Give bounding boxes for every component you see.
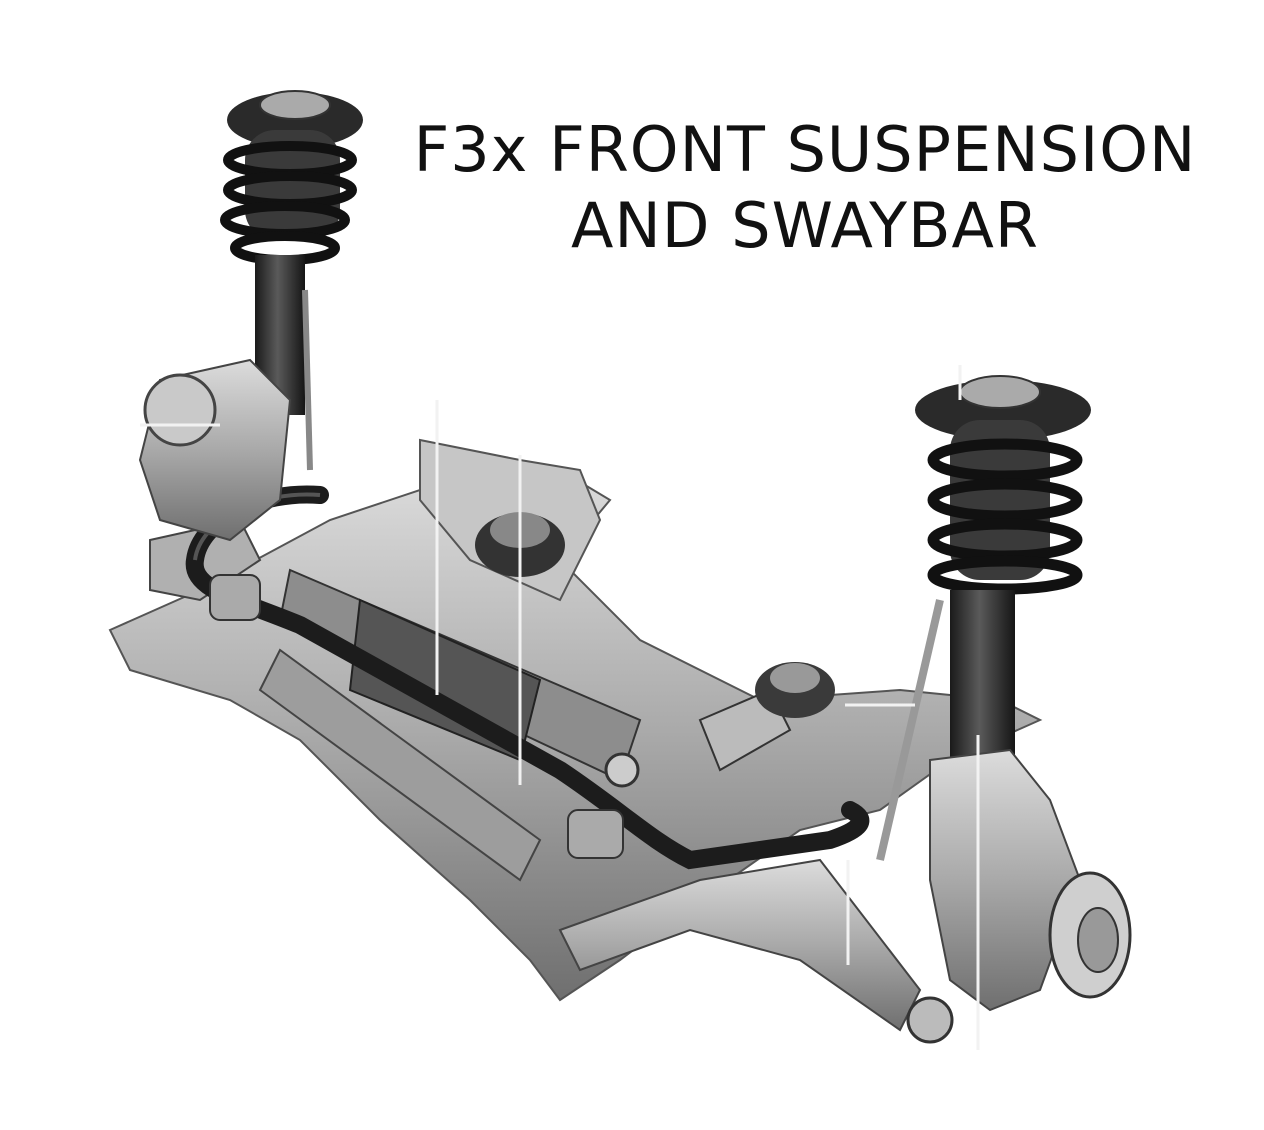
knuckle-right — [929, 748, 1082, 1012]
swaybar-bushing-left — [209, 574, 261, 621]
strut-right — [876, 375, 1132, 1012]
engine-mount — [475, 512, 835, 718]
diagram-title: F3x FRONT SUSPENSION AND SWAYBAR — [395, 112, 1215, 264]
leader-lines — [140, 365, 980, 1050]
swaybar-bushing-right — [567, 809, 624, 859]
title-line-1: F3x FRONT SUSPENSION — [413, 113, 1197, 186]
lower-control-arm-right — [558, 858, 954, 1044]
hub-left — [143, 373, 217, 447]
strut-left — [138, 90, 363, 542]
title-line-2: AND SWAYBAR — [570, 189, 1039, 262]
